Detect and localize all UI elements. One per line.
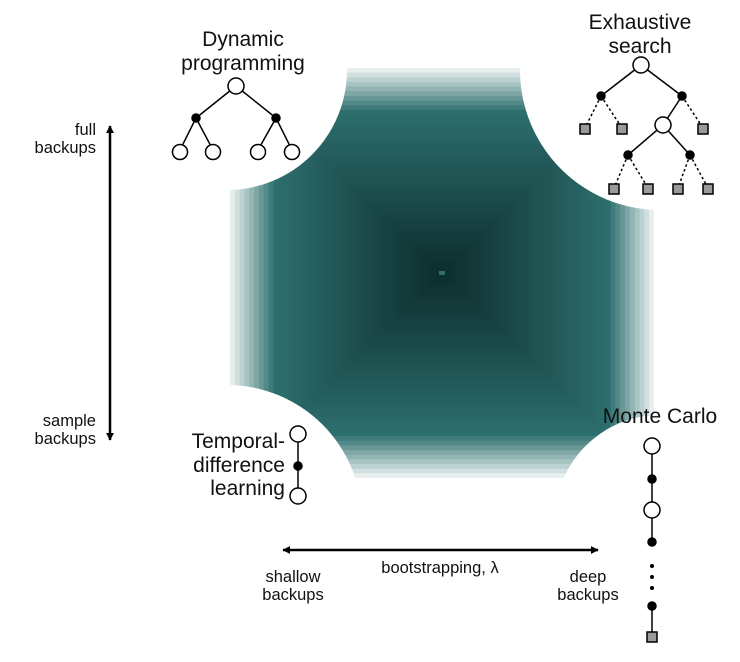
label-shallow-backups: shallow backups	[262, 568, 324, 605]
label-deep-backups: deep backups	[557, 568, 619, 605]
label-dynamic-programming: Dynamic programming	[181, 28, 305, 75]
backup-space-square	[92, 0, 740, 655]
temporal-difference-chain-icon	[289, 425, 307, 505]
gradient-center-dot	[439, 271, 445, 275]
label-sample-backups: sample backups	[34, 412, 96, 449]
label-exhaustive-search: Exhaustive search	[588, 11, 692, 58]
label-bootstrapping: bootstrapping, λ	[381, 559, 499, 577]
label-full-backups: full backups	[34, 121, 96, 158]
monte-carlo-chain-icon	[643, 437, 661, 643]
label-monte-carlo: Monte Carlo	[602, 405, 718, 428]
label-temporal-difference: Temporal- difference learning	[191, 430, 285, 501]
dynamic-programming-tree-icon	[171, 77, 301, 161]
corner-cutout-top-right	[520, 0, 740, 210]
corner-cutout-bottom-right	[555, 415, 740, 625]
exhaustive-search-tree-icon	[579, 56, 714, 195]
corner-cutout-bottom-left	[92, 385, 362, 655]
corner-cutout-top-left	[107, 0, 347, 190]
